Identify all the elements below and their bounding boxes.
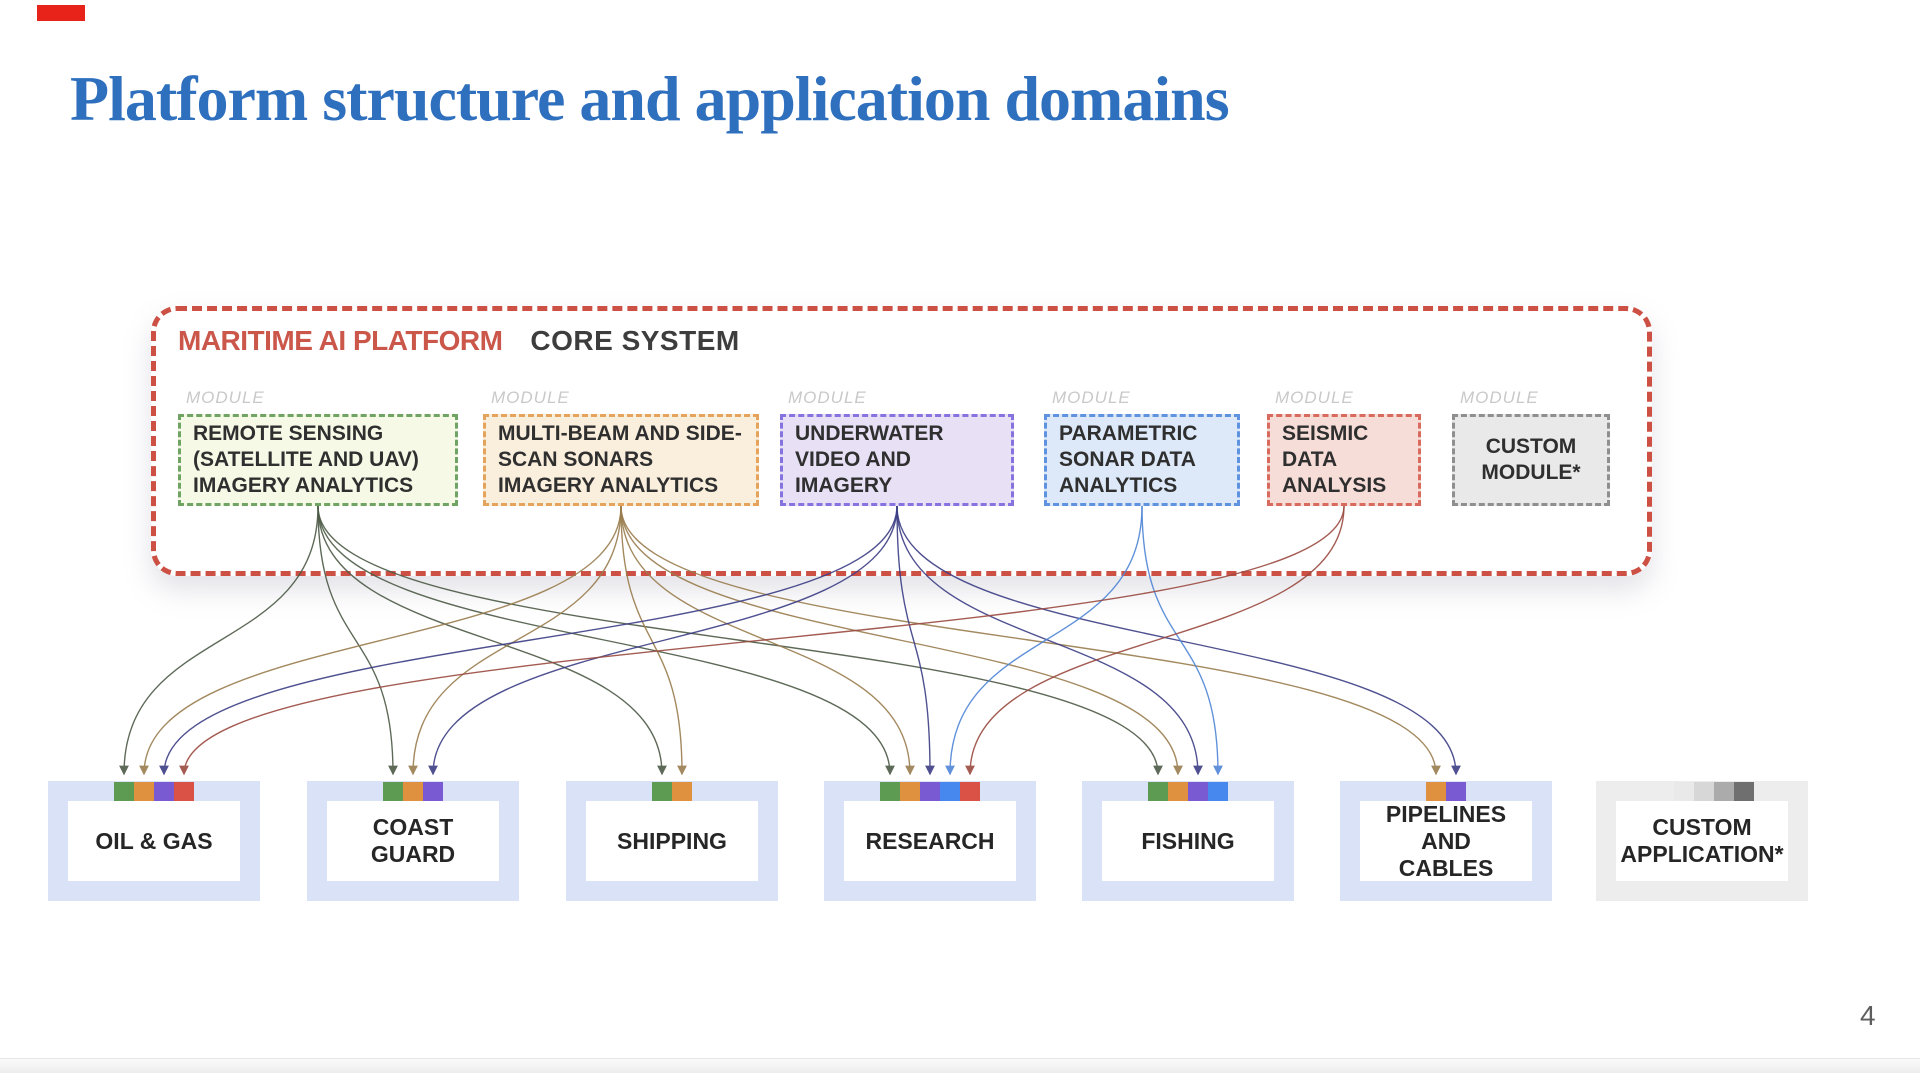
module-box-underwater: UNDERWATER VIDEO AND IMAGERY bbox=[780, 414, 1014, 506]
orange-square bbox=[1426, 782, 1446, 802]
module-label: CUSTOM MODULE* bbox=[1481, 435, 1581, 484]
core-header: MARITIME AI PLATFORM CORE SYSTEM bbox=[178, 325, 740, 357]
purple-square bbox=[154, 782, 174, 802]
module-link-squares bbox=[1148, 782, 1228, 802]
module-remote-sensing: MODULE REMOTE SENSING (SATELLITE AND UAV)… bbox=[178, 388, 458, 506]
module-link-squares bbox=[1674, 782, 1754, 802]
application-label: PIPELINES AND CABLES bbox=[1385, 800, 1507, 881]
application-shipping: SHIPPING bbox=[566, 781, 778, 901]
green-square bbox=[114, 782, 134, 802]
module-label: SEISMIC DATA ANALYSIS bbox=[1282, 422, 1387, 497]
module-link-squares bbox=[1426, 782, 1466, 802]
application-fishing: FISHING bbox=[1082, 781, 1294, 901]
application-research: RESEARCH bbox=[824, 781, 1036, 901]
orange-square bbox=[134, 782, 154, 802]
application-inner-box: SHIPPING bbox=[586, 801, 758, 881]
core-system-label: CORE SYSTEM bbox=[530, 325, 740, 356]
red-square bbox=[960, 782, 980, 802]
application-oil-gas: OIL & GAS bbox=[48, 781, 260, 901]
application-pipelines: PIPELINES AND CABLES bbox=[1340, 781, 1552, 901]
green-square bbox=[383, 782, 403, 802]
module-custom-module: MODULE CUSTOM MODULE* bbox=[1452, 388, 1610, 506]
application-inner-box: CUSTOM APPLICATION* bbox=[1616, 801, 1788, 881]
module-tag: MODULE bbox=[491, 388, 570, 407]
purple-square bbox=[423, 782, 443, 802]
application-label: FISHING bbox=[1141, 827, 1235, 854]
module-label: REMOTE SENSING (SATELLITE AND UAV) IMAGE… bbox=[193, 422, 419, 497]
module-link-squares bbox=[114, 782, 194, 802]
red-indicator bbox=[37, 5, 85, 21]
purple-square bbox=[1188, 782, 1208, 802]
green-square bbox=[1148, 782, 1168, 802]
orange-square bbox=[1168, 782, 1188, 802]
module-tag: MODULE bbox=[1052, 388, 1131, 407]
module-label: PARAMETRIC SONAR DATA ANALYTICS bbox=[1059, 422, 1198, 497]
module-label: UNDERWATER VIDEO AND IMAGERY bbox=[795, 422, 944, 497]
module-link-squares bbox=[880, 782, 980, 802]
module-link-squares bbox=[652, 782, 692, 802]
module-seismic: MODULE SEISMIC DATA ANALYSIS bbox=[1267, 388, 1421, 506]
blue-square bbox=[940, 782, 960, 802]
application-label: SHIPPING bbox=[617, 827, 727, 854]
purple-square bbox=[1446, 782, 1466, 802]
module-box-seismic: SEISMIC DATA ANALYSIS bbox=[1267, 414, 1421, 506]
application-inner-box: COAST GUARD bbox=[327, 801, 499, 881]
gray-4-square bbox=[1734, 782, 1754, 802]
module-label: MULTI-BEAM AND SIDE-SCAN SONARS IMAGERY … bbox=[498, 422, 742, 497]
module-sonars: MODULE MULTI-BEAM AND SIDE-SCAN SONARS IM… bbox=[483, 388, 759, 506]
page-number: 4 bbox=[1860, 1000, 1876, 1031]
module-box-remote-sensing: REMOTE SENSING (SATELLITE AND UAV) IMAGE… bbox=[178, 414, 458, 506]
module-tag: MODULE bbox=[788, 388, 867, 407]
application-inner-box: OIL & GAS bbox=[68, 801, 240, 881]
module-box-parametric: PARAMETRIC SONAR DATA ANALYTICS bbox=[1044, 414, 1240, 506]
bottom-bar bbox=[0, 1058, 1920, 1073]
module-box-sonars: MULTI-BEAM AND SIDE-SCAN SONARS IMAGERY … bbox=[483, 414, 759, 506]
platform-brand: MARITIME AI PLATFORM bbox=[178, 325, 503, 356]
gray-3-square bbox=[1714, 782, 1734, 802]
application-inner-box: FISHING bbox=[1102, 801, 1274, 881]
application-label: CUSTOM APPLICATION* bbox=[1620, 814, 1784, 867]
application-label: OIL & GAS bbox=[95, 827, 213, 854]
module-tag: MODULE bbox=[1460, 388, 1539, 407]
module-parametric: MODULE PARAMETRIC SONAR DATA ANALYTICS bbox=[1044, 388, 1240, 506]
module-underwater: MODULE UNDERWATER VIDEO AND IMAGERY bbox=[780, 388, 1014, 506]
orange-square bbox=[672, 782, 692, 802]
application-coast-guard: COAST GUARD bbox=[307, 781, 519, 901]
application-custom-app: CUSTOM APPLICATION* bbox=[1596, 781, 1808, 901]
module-box-custom-module: CUSTOM MODULE* bbox=[1452, 414, 1610, 506]
page-title: Platform structure and application domai… bbox=[70, 63, 1230, 134]
application-inner-box: RESEARCH bbox=[844, 801, 1016, 881]
module-link-squares bbox=[383, 782, 443, 802]
module-tag: MODULE bbox=[1275, 388, 1354, 407]
module-tag: MODULE bbox=[186, 388, 265, 407]
gray-2-square bbox=[1694, 782, 1714, 802]
red-square bbox=[174, 782, 194, 802]
green-square bbox=[880, 782, 900, 802]
application-inner-box: PIPELINES AND CABLES bbox=[1360, 801, 1532, 881]
gray-1-square bbox=[1674, 782, 1694, 802]
orange-square bbox=[900, 782, 920, 802]
blue-square bbox=[1208, 782, 1228, 802]
application-label: COAST GUARD bbox=[370, 814, 456, 867]
application-label: RESEARCH bbox=[865, 827, 995, 854]
orange-square bbox=[403, 782, 423, 802]
green-square bbox=[652, 782, 672, 802]
purple-square bbox=[920, 782, 940, 802]
